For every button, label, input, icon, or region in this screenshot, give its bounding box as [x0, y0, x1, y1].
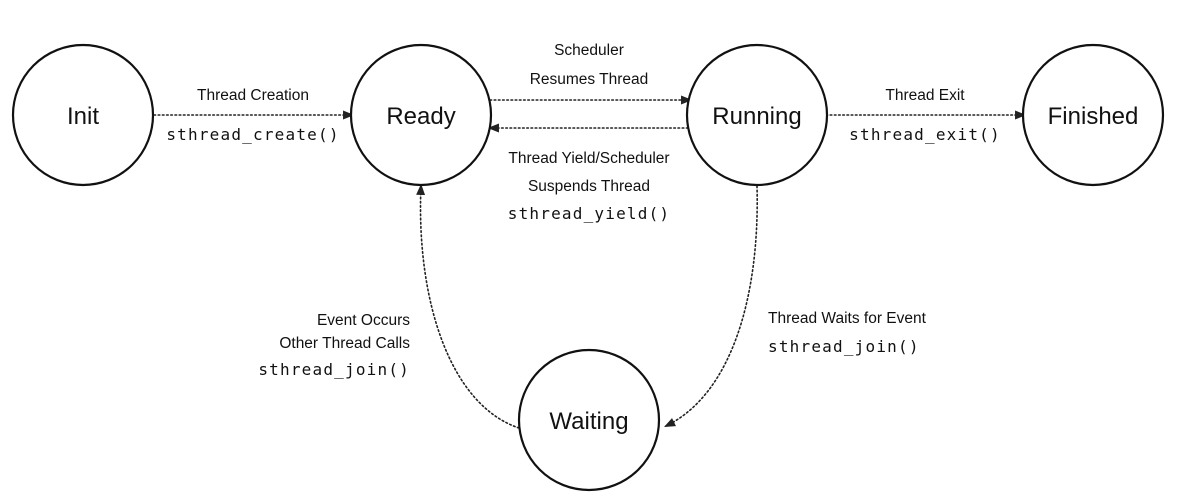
label-thread-yield-scheduler: Thread Yield/Scheduler: [508, 150, 669, 167]
code-sthread-join-wait: sthread_join(): [768, 337, 920, 356]
label-other-thread-calls: Other Thread Calls: [279, 335, 410, 352]
state-label-finished: Finished: [1048, 103, 1139, 130]
edge-waiting-to-ready: [416, 183, 520, 429]
code-sthread-join-event: sthread_join(): [258, 360, 410, 379]
label-resumes-thread: Resumes Thread: [530, 71, 649, 88]
state-finished: Finished: [1021, 43, 1165, 187]
state-running: Running: [685, 43, 829, 187]
label-event-occurs: Event Occurs: [317, 312, 410, 329]
label-thread-waits-for-event: Thread Waits for Event: [768, 310, 927, 327]
code-sthread-exit: sthread_exit(): [849, 125, 1001, 144]
code-sthread-create: sthread_create(): [166, 125, 339, 144]
label-suspends-thread: Suspends Thread: [528, 178, 650, 195]
state-label-waiting: Waiting: [549, 408, 628, 435]
label-thread-exit: Thread Exit: [885, 87, 965, 104]
state-label-ready: Ready: [386, 103, 455, 130]
label-thread-creation: Thread Creation: [197, 87, 309, 104]
state-label-init: Init: [67, 103, 99, 130]
edge-running-to-waiting: [663, 185, 758, 427]
state-ready: Ready: [349, 43, 493, 187]
code-sthread-yield: sthread_yield(): [508, 204, 671, 223]
state-waiting: Waiting: [517, 348, 661, 492]
state-label-running: Running: [712, 103, 801, 130]
state-init: Init: [11, 43, 155, 187]
label-scheduler: Scheduler: [554, 42, 624, 59]
